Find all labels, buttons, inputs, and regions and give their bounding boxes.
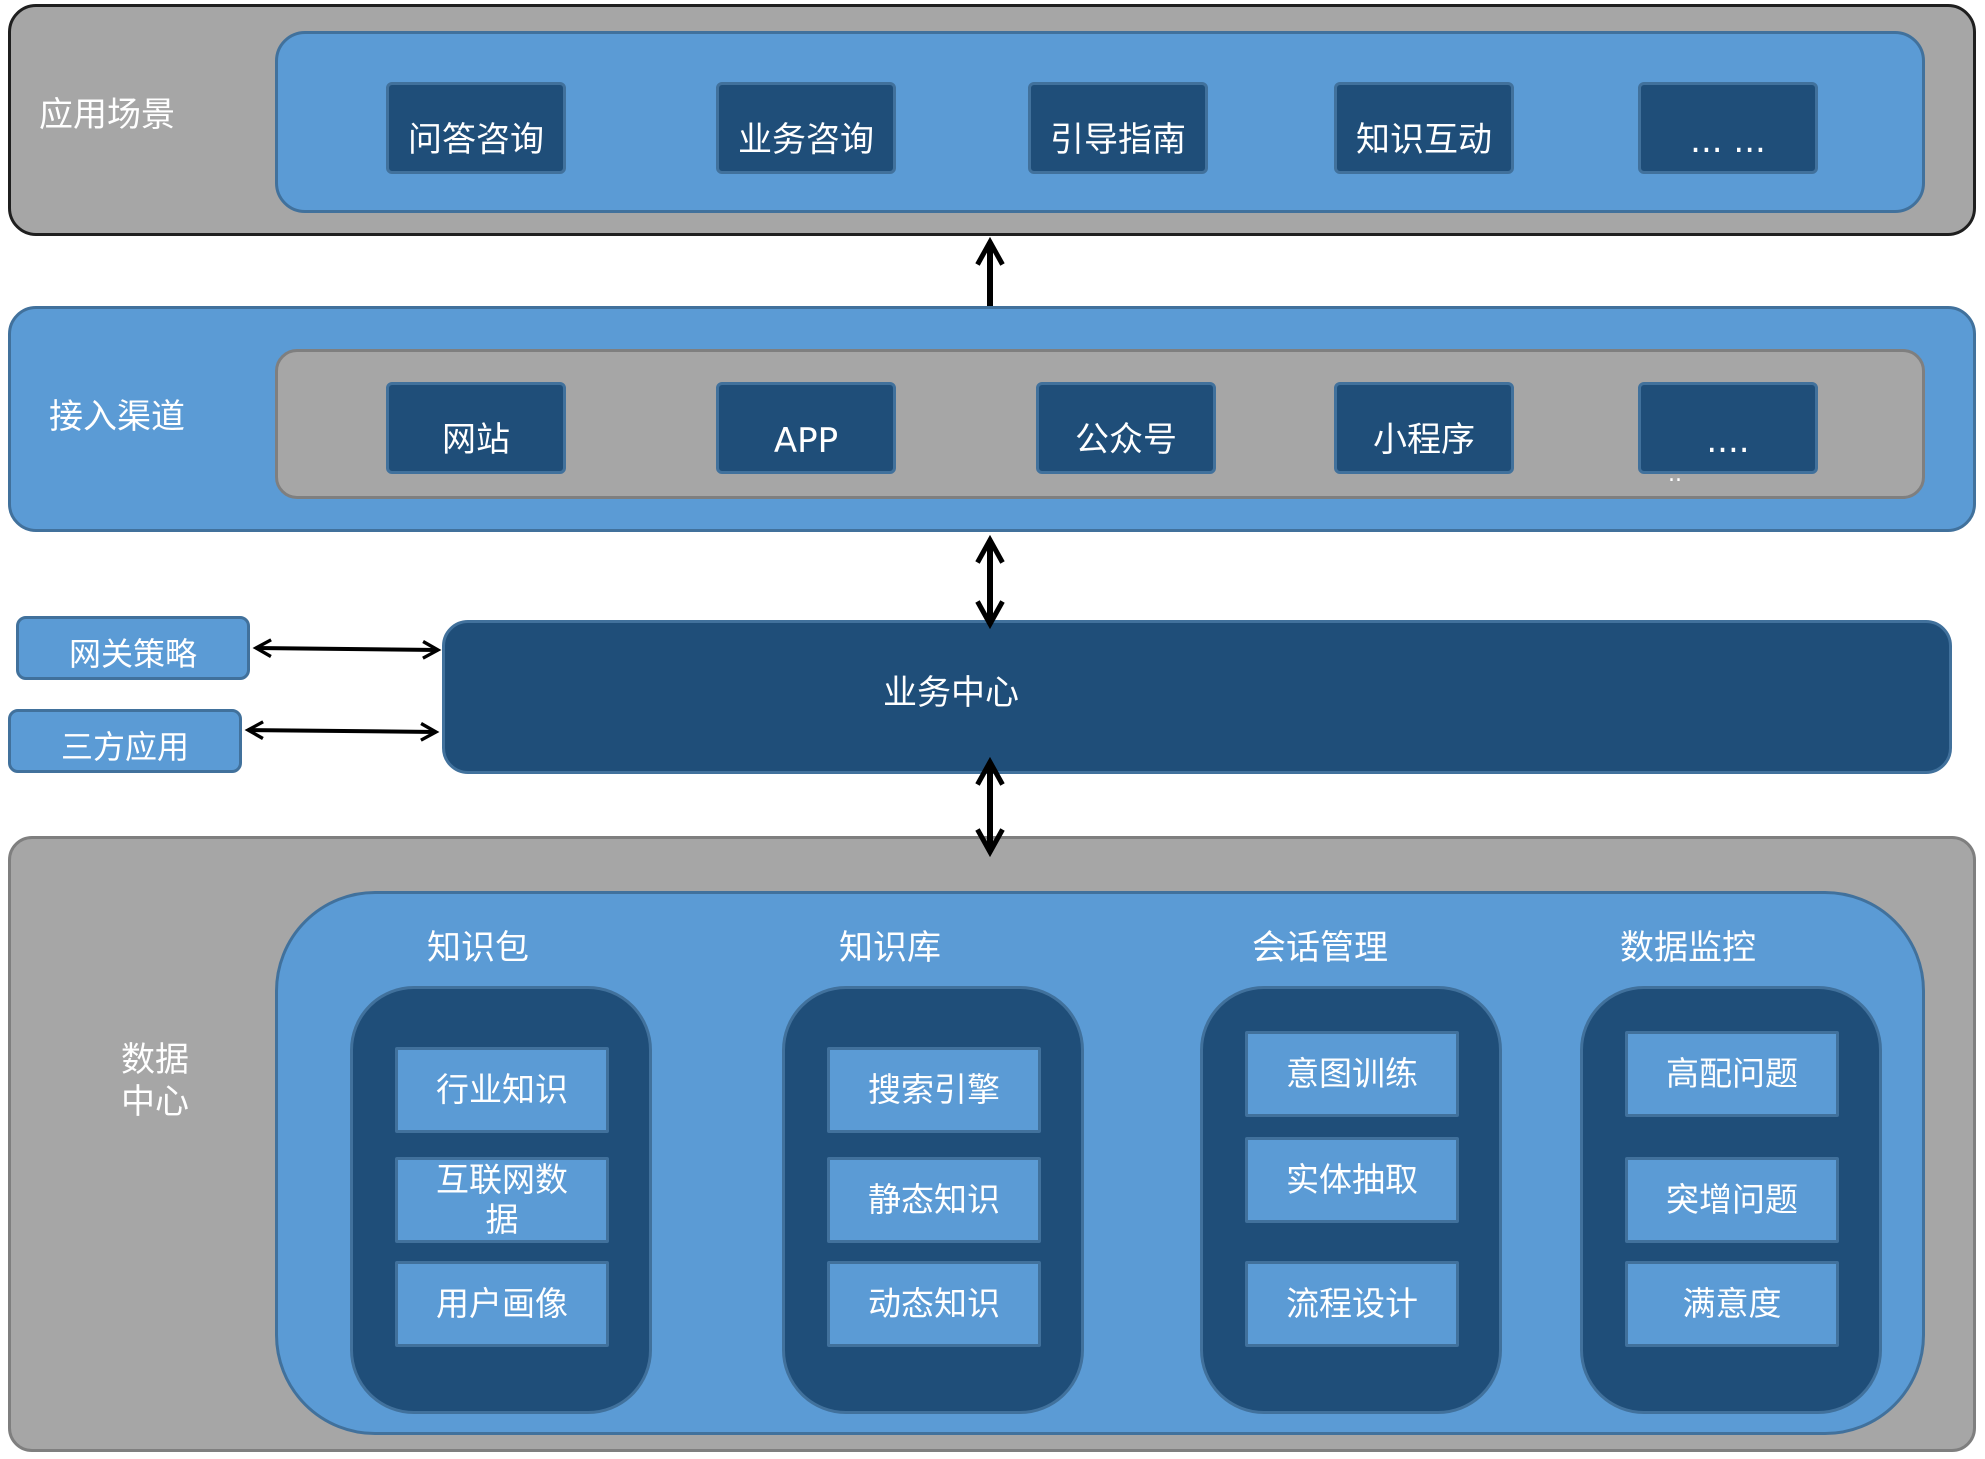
item-static-knowledge[interactable]: 静态知识 [827,1157,1041,1243]
item-surge-issues[interactable]: 突增问题 [1625,1157,1839,1243]
item-entity-extraction[interactable]: 实体抽取 [1245,1137,1459,1223]
item-industry-knowledge[interactable]: 行业知识 [395,1047,609,1133]
group-data-monitoring: 高配问题 突增问题 满意度 [1580,986,1882,1414]
channel-app[interactable]: APP [716,382,896,474]
channel-more[interactable]: .... [1638,382,1818,474]
access-items-panel: 网站 APP 公众号 小程序 .... .. [275,349,1925,499]
app-item-business-consult[interactable]: 业务咨询 [716,82,896,174]
item-flow-design[interactable]: 流程设计 [1245,1261,1459,1347]
item-intent-training[interactable]: 意图训练 [1245,1031,1459,1117]
channel-official-account[interactable]: 公众号 [1036,382,1216,474]
group-title-knowledge-base: 知识库 [839,928,941,968]
item-search-engine[interactable]: 搜索引擎 [827,1047,1041,1133]
channel-trailing-dots: .. [1668,462,1682,487]
data-center-label: 数据 中心 [121,1039,189,1123]
group-knowledge-package: 行业知识 互联网数据 用户画像 [350,986,652,1414]
access-channel-label: 接入渠道 [49,397,185,437]
channel-mini-program[interactable]: 小程序 [1334,382,1514,474]
app-item-guide[interactable]: 引导指南 [1028,82,1208,174]
group-title-session-management: 会话管理 [1252,928,1388,968]
data-center-label-line2: 中心 [121,1082,189,1122]
app-item-qa-consult[interactable]: 问答咨询 [386,82,566,174]
data-center-layer: 数据 中心 知识包 行业知识 互联网数据 用户画像 知识库 搜索引擎 静态知识 … [8,836,1976,1452]
item-dynamic-knowledge[interactable]: 动态知识 [827,1261,1041,1347]
group-session-management: 意图训练 实体抽取 流程设计 [1200,986,1502,1414]
group-title-data-monitoring: 数据监控 [1620,928,1756,968]
arrow-gateway-business-bidirectional [256,648,438,650]
item-internet-data[interactable]: 互联网数据 [395,1157,609,1243]
channel-website[interactable]: 网站 [386,382,566,474]
gateway-policy-box[interactable]: 网关策略 [16,616,250,680]
item-high-frequency-issues[interactable]: 高配问题 [1625,1031,1839,1117]
application-layer: 应用场景 问答咨询 业务咨询 引导指南 知识互动 ... ... [8,4,1976,236]
business-center[interactable]: 业务中心 [442,620,1952,774]
third-party-app-box[interactable]: 三方应用 [8,709,242,773]
item-user-profile[interactable]: 用户画像 [395,1261,609,1347]
business-center-label: 业务中心 [883,673,1019,713]
data-center-label-line1: 数据 [121,1040,189,1080]
app-item-knowledge-interaction[interactable]: 知识互动 [1334,82,1514,174]
item-satisfaction[interactable]: 满意度 [1625,1261,1839,1347]
group-title-knowledge-package: 知识包 [427,928,529,968]
application-items-panel: 问答咨询 业务咨询 引导指南 知识互动 ... ... [275,31,1925,213]
arrow-thirdparty-business-bidirectional [248,730,436,732]
data-center-panel: 知识包 行业知识 互联网数据 用户画像 知识库 搜索引擎 静态知识 动态知识 会… [275,891,1925,1435]
group-knowledge-base: 搜索引擎 静态知识 动态知识 [782,986,1084,1414]
application-layer-label: 应用场景 [39,95,175,135]
app-item-more[interactable]: ... ... [1638,82,1818,174]
access-channel-layer: 接入渠道 网站 APP 公众号 小程序 .... .. [8,306,1976,532]
